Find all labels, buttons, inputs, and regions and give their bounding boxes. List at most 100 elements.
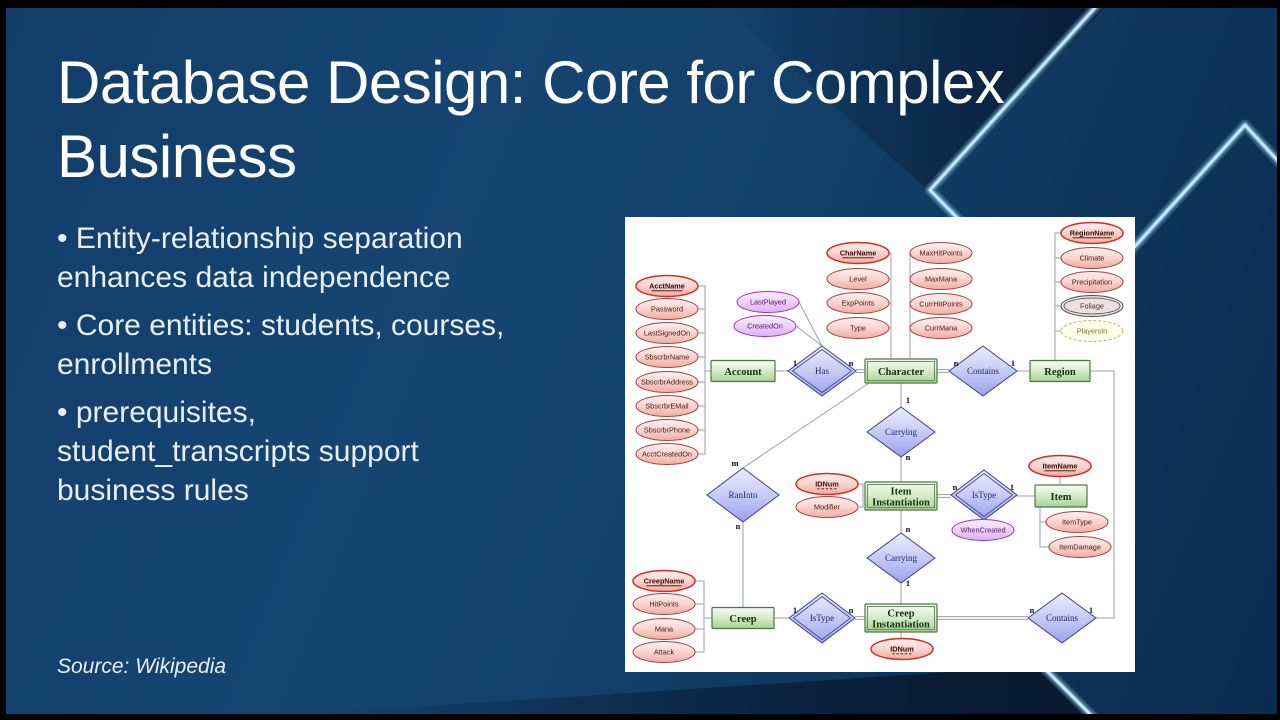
- er-cardinality: 1: [906, 578, 910, 588]
- er-attribute-label: CharName: [840, 249, 877, 258]
- er-cardinality: n: [849, 358, 854, 368]
- er-attribute-idnum: IDNum: [870, 637, 934, 661]
- source-attribution: Source: Wikipedia: [57, 655, 227, 678]
- er-cardinality: 1: [1011, 358, 1015, 368]
- er-entity-label: Character: [878, 367, 924, 378]
- er-cardinality: 1: [793, 358, 797, 368]
- bullet-list: • Entity-relationship separation enhance…: [57, 219, 627, 519]
- er-cardinality: 1: [1089, 605, 1093, 615]
- er-cardinality: n: [736, 521, 741, 531]
- er-edge: [1090, 370, 1115, 619]
- er-attribute-precipitation: Precipitation: [1060, 271, 1124, 293]
- er-attribute-modifier: Modifier: [795, 496, 859, 518]
- er-attribute-acctname: AcctName: [635, 274, 699, 298]
- er-cardinality: n: [906, 452, 911, 462]
- chevron-line-bottom: [1038, 662, 1098, 714]
- er-cardinality: 1: [1010, 482, 1014, 492]
- er-attribute-acctcreatedon: AcctCreatedOn: [635, 443, 699, 465]
- er-attribute-label: Password: [651, 305, 683, 314]
- er-attribute-label: Type: [850, 324, 866, 333]
- background-decoration: [306, 8, 1277, 714]
- er-relationship-carrying: Carrying: [866, 532, 936, 584]
- er-relationship-has: Has: [787, 345, 857, 397]
- er-attribute-currmana: CurrMana: [909, 317, 973, 339]
- er-relationship-label: IsType: [810, 613, 834, 623]
- er-attribute-idnum: IDNum: [795, 472, 859, 496]
- er-relationship-raninto: RanInto: [706, 467, 780, 523]
- er-relationship-label: Contains: [1046, 613, 1078, 623]
- er-cardinality: n: [849, 605, 854, 615]
- er-attribute-label: RegionName: [1070, 229, 1115, 238]
- er-entity-creep: Creep: [711, 606, 775, 630]
- er-attribute-currhitpoints: CurrHitPoints: [909, 293, 973, 315]
- er-attribute-hitpoints: HitPoints: [632, 593, 696, 615]
- er-attribute-label: CurrHitPoints: [919, 300, 963, 309]
- er-attribute-maxmana: MaxMana: [909, 268, 973, 290]
- er-edge: [742, 382, 870, 469]
- er-entity-label: Account: [724, 367, 762, 378]
- er-entity-label: Region: [1044, 367, 1076, 378]
- er-attribute-creepname: CreepName: [632, 569, 696, 593]
- er-attribute-label: CreepName: [644, 577, 685, 586]
- er-attribute-label: SbscrbrPhone: [644, 426, 690, 435]
- er-attribute-regionname: RegionName: [1060, 221, 1124, 245]
- er-entity-region: Region: [1029, 359, 1091, 383]
- dark-corner-triangle: [726, 8, 1104, 192]
- er-relationship-istype: IsType: [950, 469, 1018, 521]
- er-attribute-label: IDNum: [815, 480, 839, 489]
- er-attribute-label: CreatedOn: [747, 322, 783, 331]
- er-attribute-climate: Climate: [1060, 247, 1124, 269]
- er-edge: [698, 285, 706, 455]
- er-attribute-label: SbscrbrName: [645, 353, 690, 362]
- er-edge: [889, 252, 892, 359]
- er-attribute-attack: Attack: [632, 641, 696, 663]
- er-cardinality: n: [954, 358, 959, 368]
- dark-bottom-wedge: [306, 666, 1094, 714]
- er-attribute-label: Level: [849, 275, 867, 284]
- er-attribute-label: PlayersIn: [1077, 327, 1107, 336]
- er-attribute-label: MaxHitPoints: [920, 249, 963, 258]
- er-attribute-label: HitPoints: [649, 600, 679, 609]
- er-attribute-label: AcctName: [649, 282, 685, 291]
- er-relationship-label: Carrying: [885, 553, 917, 563]
- er-cardinality: 1: [906, 395, 910, 405]
- er-attribute-label: ItemDamage: [1059, 543, 1101, 552]
- er-attribute-label: LastPlayed: [750, 298, 786, 307]
- chevron-line-right: [1122, 119, 1277, 260]
- er-edge: [798, 301, 823, 347]
- er-attribute-lastsignedon: LastSignedOn: [635, 322, 699, 344]
- er-attribute-sbscrbrphone: SbscrbrPhone: [635, 419, 699, 441]
- er-attribute-mana: Mana: [632, 618, 696, 640]
- er-attribute-label: Modifier: [814, 503, 841, 512]
- er-attribute-label: ItemName: [1043, 462, 1078, 471]
- er-entity-account: Account: [710, 359, 776, 383]
- er-attribute-label: SbscrbrEMail: [645, 402, 689, 411]
- er-edge: [1054, 232, 1061, 360]
- er-attribute-label: Attack: [654, 648, 675, 657]
- er-attribute-itemtype: ItemType: [1045, 511, 1109, 533]
- er-attribute-createdon: CreatedOn: [733, 315, 797, 337]
- er-attribute-itemname: ItemName: [1028, 454, 1092, 478]
- er-attribute-exppoints: ExpPoints: [826, 292, 890, 314]
- bullet-item: • prerequisites, student_transcripts sup…: [57, 396, 419, 507]
- er-attribute-label: IDNum: [890, 645, 914, 654]
- er-attribute-label: Climate: [1080, 254, 1105, 263]
- er-attribute-label: SbscrbrAddress: [641, 378, 693, 387]
- er-edge: [695, 580, 705, 653]
- er-attribute-label: Mana: [655, 625, 674, 634]
- er-attribute-password: Password: [635, 298, 699, 320]
- er-cardinality: n: [1030, 605, 1035, 615]
- er-attribute-sbscrbraddress: SbscrbrAddress: [635, 371, 699, 393]
- bullet-item: • Entity-relationship separation enhance…: [57, 222, 463, 294]
- er-edge: [858, 483, 864, 508]
- er-attribute-label: WhenCreated: [960, 526, 1005, 535]
- er-relationship-contains: Contains: [1027, 592, 1097, 644]
- er-attribute-label: ExpPoints: [842, 299, 875, 308]
- er-relationship-label: Contains: [967, 366, 999, 376]
- er-attribute-charname: CharName: [826, 241, 890, 265]
- slide-title: Database Design: Core for Complex Busine…: [57, 49, 1005, 190]
